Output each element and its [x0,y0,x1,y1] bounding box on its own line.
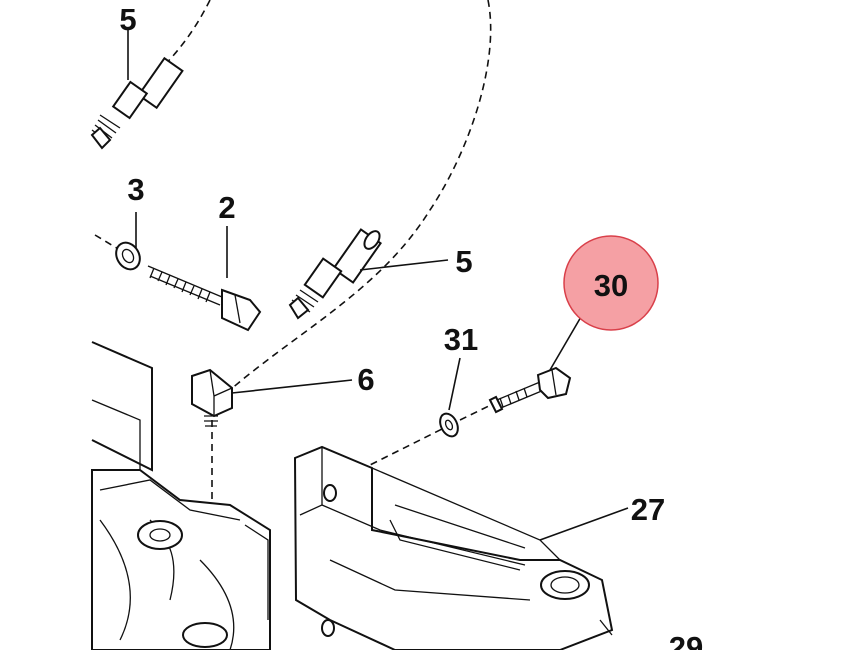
callout-3: 3 [127,172,144,207]
callout-30: 30 [594,268,628,303]
arm-part-27 [293,445,614,651]
elbow-fitting-part-6 [191,368,233,427]
callout-5-top: 5 [119,2,136,37]
left-bracket-assembly [91,341,271,651]
dashed-guide-top [149,0,211,81]
washer-part-31 [439,412,459,438]
dashed-guide-arc [229,0,492,391]
bolt-part-2 [147,265,262,332]
leader-line-31 [448,357,461,411]
highlight-circle [563,235,659,331]
callout-5-middle: 5 [455,244,472,279]
leader-line-27 [539,507,629,541]
callout-27: 27 [631,492,665,527]
washer-part-3 [115,241,141,271]
leader-line-30 [549,309,586,371]
sensor-part-middle [288,228,382,320]
leader-line-5-middle [359,259,449,271]
callout-31: 31 [444,322,478,357]
dashed-guide-bolt [359,402,496,471]
callout-29: 29 [669,630,703,650]
bolt-part-30 [488,366,572,414]
leader-line-6 [231,379,353,394]
sensor-part-top [90,56,184,150]
callout-6: 6 [357,362,374,397]
callout-2: 2 [218,190,235,225]
dashed-guide-washer [94,234,121,251]
